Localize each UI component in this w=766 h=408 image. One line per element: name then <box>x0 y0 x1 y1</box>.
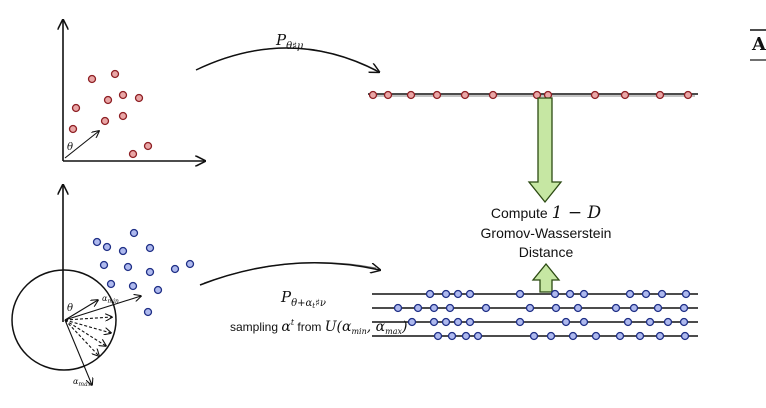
red-point <box>87 74 97 84</box>
top-theta-label: θ <box>67 142 73 153</box>
sampled-dashed-vectors <box>64 317 112 356</box>
red-point <box>134 93 144 103</box>
projection-line-4 <box>372 331 698 341</box>
red-point <box>100 116 110 126</box>
sampling-label: sampling αt from U(αmin, αmax) <box>230 318 407 336</box>
bottom-blue-points <box>92 228 195 317</box>
unit-circle <box>11 269 117 371</box>
red-point <box>110 69 120 79</box>
compute-gw-label: Compute 1 − D Gromov-Wasserstein Distanc… <box>481 203 612 260</box>
red-point <box>118 111 128 121</box>
top-red-points <box>68 69 153 159</box>
top-theta-vector <box>64 131 99 159</box>
bottom-mapping-arrow <box>199 261 380 286</box>
compute-line-1: Compute 1 − D <box>491 203 602 223</box>
alpha-min-vector <box>64 296 141 321</box>
bottom-scatter-panel: θ αmin αmax <box>11 185 195 388</box>
green-arrow-up <box>531 262 561 293</box>
bottom-projection-lines <box>372 289 698 341</box>
green-arrow-down <box>527 97 563 204</box>
compute-line-3: Distance <box>519 244 574 260</box>
red-point <box>68 124 78 134</box>
svg-text:A: A <box>751 34 766 55</box>
top-projection-line <box>368 90 698 100</box>
top-projected-points <box>368 90 693 100</box>
alpha-max-vector <box>64 319 92 385</box>
compute-line-2: Gromov-Wasserstein <box>481 225 612 241</box>
projection-line-2 <box>372 303 698 313</box>
bottom-theta-label: θ <box>67 303 73 314</box>
red-point <box>71 103 81 113</box>
alpha-min-label: αmin <box>102 294 119 305</box>
red-point <box>128 149 138 159</box>
top-mapping-arrow <box>195 47 379 72</box>
red-point <box>143 141 153 151</box>
top-pushforward-label: Pθ♯μ <box>275 31 303 52</box>
bottom-pushforward-label: Pθ+αt♯ν <box>280 288 326 310</box>
red-point <box>103 95 113 105</box>
top-scatter-panel: θ <box>63 20 205 161</box>
right-edge-glyph: A <box>750 29 766 61</box>
red-point <box>118 90 128 100</box>
projection-line-1 <box>372 289 698 299</box>
projection-line-3 <box>372 317 698 327</box>
alpha-max-label: αmax <box>73 377 92 388</box>
bottom-theta-vector <box>64 300 98 321</box>
